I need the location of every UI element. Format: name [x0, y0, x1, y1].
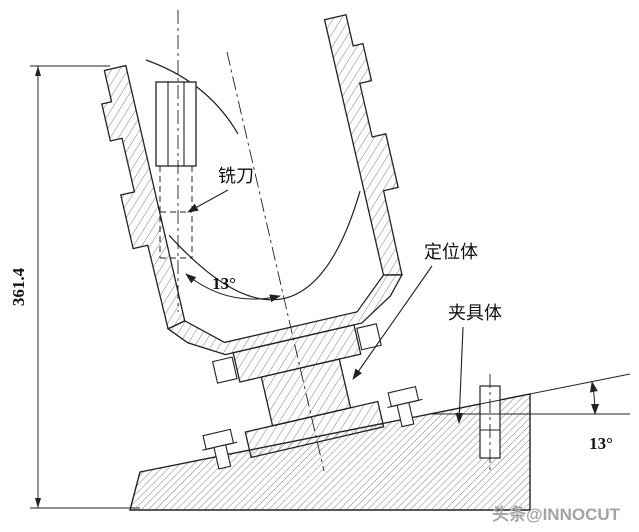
callout-milling-cutter: 铣刀 [187, 166, 254, 213]
tilted-centerline [226, 51, 325, 472]
shell-bottom-ring [166, 274, 404, 356]
side-bolt-right [356, 323, 382, 351]
sphere-silhouette-arc [145, 59, 239, 135]
tilted-assembly [101, 13, 423, 470]
locating-pin [479, 374, 501, 470]
angle-top-label: 13° [212, 274, 236, 293]
label-fixture-body: 夹具体 [448, 303, 502, 323]
leader-positioning-body [352, 265, 433, 380]
angle-annotation-top: 13° [185, 273, 281, 303]
milling-cutter [155, 81, 197, 259]
callout-fixture-body: 夹具体 [448, 303, 502, 424]
callout-positioning-body: 定位体 [352, 242, 478, 380]
label-positioning-body: 定位体 [424, 242, 478, 262]
shell-right-wall [323, 13, 403, 276]
label-milling-cutter: 铣刀 [218, 166, 254, 186]
leader-fixture-body [455, 326, 464, 424]
dimension-overall-height: 361.4 [9, 65, 140, 509]
angle-bottom-label: 13° [589, 434, 613, 453]
mount-bolt-left [202, 428, 238, 470]
mount-bolt-right [387, 385, 423, 428]
dimension-height-label: 361.4 [9, 267, 28, 306]
leader-milling-cutter [187, 189, 229, 213]
watermark-text: 头条@INNOCUT [492, 504, 621, 524]
side-bolt-left [211, 356, 238, 384]
